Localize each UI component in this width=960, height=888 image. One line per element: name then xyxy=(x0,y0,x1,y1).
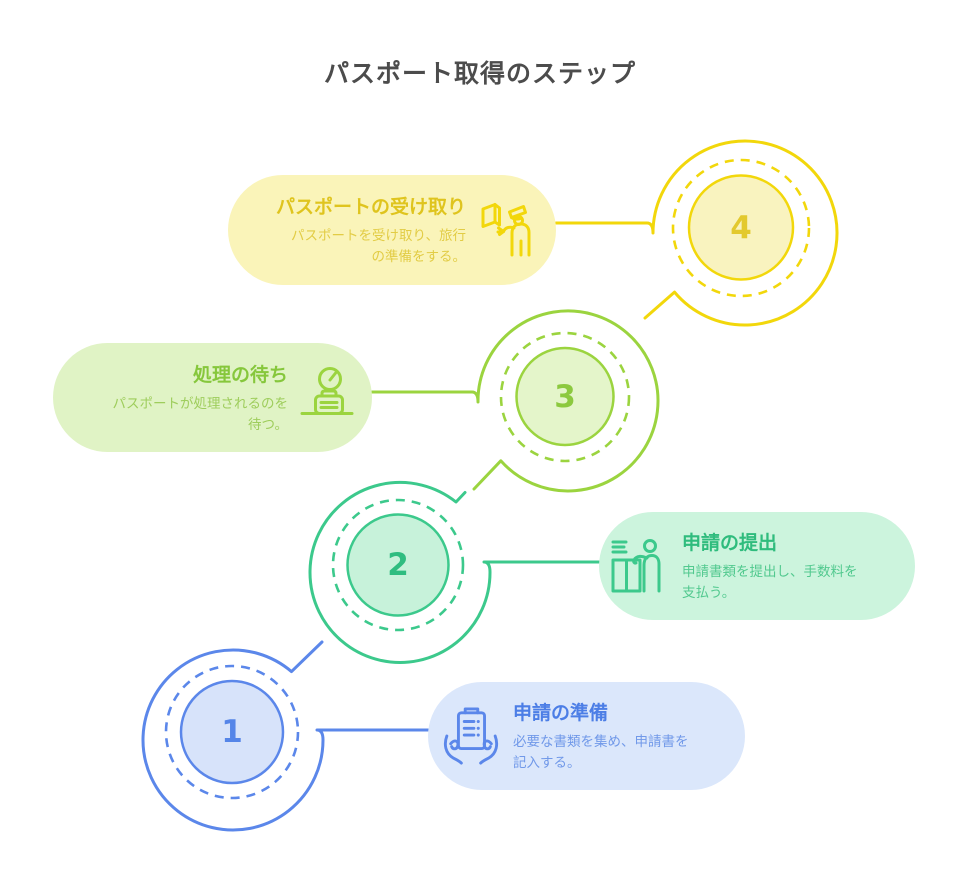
step1-card: 申請の準備 必要な書類を集め、申請書を 記入する。 xyxy=(428,682,745,790)
step2-dashed-ring xyxy=(331,498,465,632)
step3-ring-group xyxy=(370,309,660,493)
step1-dashed-ring xyxy=(164,664,300,800)
clipboard-in-hands-icon xyxy=(443,707,499,765)
passport-officer-icon xyxy=(481,203,531,257)
step2-number: 2 xyxy=(387,547,409,583)
step2-connector-and-ring xyxy=(308,480,602,664)
counter-submission-icon xyxy=(611,539,661,593)
step4-description: パスポートを受け取り、旅行 の準備をする。 xyxy=(291,228,466,265)
step4-number: 4 xyxy=(730,210,752,246)
step2-inner-circle xyxy=(346,513,450,617)
step1-title: 申請の準備 xyxy=(513,702,609,725)
step3-number: 3 xyxy=(554,379,576,415)
step1-description: 必要な書類を集め、申請書を 記入する。 xyxy=(513,734,689,771)
step4-inner-circle xyxy=(687,174,795,281)
step4-card: パスポートの受け取り パスポートを受け取り、旅行 の準備をする。 xyxy=(228,175,556,285)
step4-dashed-ring xyxy=(671,158,811,298)
step4-title: パスポートの受け取り xyxy=(275,196,466,219)
step2-ring-group xyxy=(308,480,602,664)
step3-description: パスポートが処理されるのを 待つ。 xyxy=(112,395,289,433)
step1-number: 1 xyxy=(221,714,243,750)
page-title: パスポート取得のステップ xyxy=(323,59,636,88)
step2-description: 申請書類を提出し、手数料を 支払う。 xyxy=(682,564,858,601)
step4-connector-and-ring xyxy=(554,139,839,327)
step3-card: 処理の待ち パスポートが処理されるのを 待つ。 xyxy=(53,343,372,452)
step3-connector-and-ring xyxy=(370,309,660,493)
step1-inner-circle xyxy=(179,679,285,785)
step2-title: 申請の提出 xyxy=(682,532,778,555)
step2-card: 申請の提出 申請書類を提出し、手数料を 支払う。 xyxy=(599,512,915,620)
step4-ring-group xyxy=(554,139,839,327)
clock-and-luggage-icon xyxy=(300,366,354,415)
step1-ring-group xyxy=(141,640,430,832)
step3-title: 処理の待ち xyxy=(192,363,288,386)
step3-inner-circle xyxy=(515,346,615,447)
step3-dashed-ring xyxy=(499,331,631,463)
step1-connector-and-ring xyxy=(141,640,430,832)
